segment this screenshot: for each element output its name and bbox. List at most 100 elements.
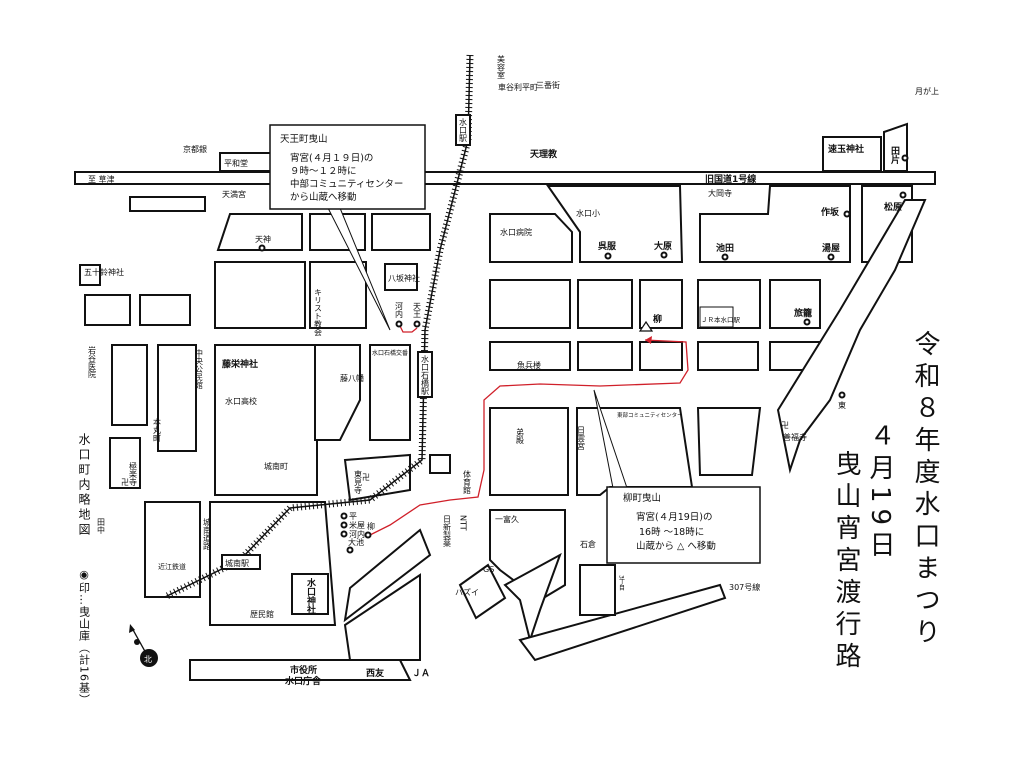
label-jonan: 城南町 (264, 461, 288, 471)
label-kusatsu: 至 草津 (88, 174, 115, 184)
title-date: ４月19日 (865, 422, 895, 563)
block (109, 437, 141, 489)
title-route: 曳山宵宮渡行路 (831, 450, 861, 674)
railway (163, 54, 474, 601)
procession-route (367, 325, 689, 537)
label-minakuchi-station: 水口駅 (459, 117, 468, 143)
label-christ: キリスト教会 (314, 288, 323, 337)
block (111, 344, 148, 426)
block (429, 454, 451, 474)
route-arrow (645, 336, 652, 344)
callout-yanagi-line1: 宵宮(４月19日)の (636, 511, 713, 523)
label-rekimin: 歴民館 (250, 609, 274, 619)
label-jonan-sta: 城南駅 (225, 558, 249, 568)
label-ohara: 大原 (654, 240, 672, 252)
manji-tokenji: 卍 (362, 473, 370, 482)
route-tenno (399, 325, 418, 333)
label-tokenji: 東見寺 (354, 469, 363, 494)
marker-hira (340, 512, 348, 520)
label-yuya: 湯屋 (822, 242, 840, 254)
compass-arrow-head (129, 624, 135, 633)
label-kawachi2: 河内 (349, 529, 365, 539)
label-nisshin: 日新製薬 (443, 515, 452, 548)
label-gokurakuji: 極楽寺 (129, 461, 138, 486)
block (518, 583, 727, 662)
marker-gofuku (604, 252, 612, 260)
block (384, 263, 418, 291)
block (309, 261, 367, 329)
block (503, 552, 562, 644)
marker-tagata (901, 154, 909, 162)
legend-text: ◉印…曳山庫（計16基） (78, 568, 91, 706)
block (489, 341, 571, 371)
label-taiikukan: 体育館 (463, 469, 472, 495)
jonan-station-box (221, 554, 261, 570)
label-iwatani: 岩谷医院 (88, 345, 97, 379)
label-yasaka: 八坂神社 (388, 273, 420, 283)
marker-ikeda (721, 253, 729, 261)
label-ja: ＪＡ (412, 668, 430, 679)
block (79, 264, 101, 286)
label-jonan-road: 城南道路 (203, 518, 212, 550)
map-title: 水口町内略地図 (77, 433, 91, 538)
block (699, 185, 851, 263)
label-shiyakusho1: 市役所 (290, 664, 317, 676)
road-kusatsu (74, 171, 936, 185)
label-biyoshitsu: 美容室 (497, 54, 506, 79)
label-tenjin: 天神 (255, 234, 271, 244)
label-minakuchi-sho: 水口小 (576, 208, 600, 218)
label-saiyu: 西友 (366, 667, 384, 679)
streets (74, 122, 936, 681)
label-uoheiro: 魚兵楼 (517, 360, 541, 370)
label-daiganji: 大岡寺 (708, 188, 732, 198)
block (639, 341, 683, 371)
label-honmaru: 本丸町 (153, 417, 162, 442)
block (489, 407, 569, 496)
label-zenpukuji: 善福寺 (783, 432, 807, 442)
block (697, 341, 759, 371)
minakuchi-station-box (455, 114, 471, 146)
label-tobu-center: 東部コミュニティセンター (617, 411, 683, 419)
route-yanagi (367, 339, 689, 537)
block (214, 261, 306, 329)
block (189, 659, 412, 681)
label-sanbangai: 三番街 (536, 80, 560, 90)
callout-tenno-line2: ９時〜１２時に (290, 166, 357, 177)
label-hiyoshi: 日雲宮 (577, 426, 586, 451)
label-ishibashi-sta: 水口石橋駅 (421, 354, 430, 396)
minakuchi-jinja-box (291, 573, 329, 615)
railway-ties (163, 54, 474, 601)
compass: 北 (129, 624, 158, 667)
marker-tenjin (258, 244, 266, 252)
label-yanagi: 柳 (653, 313, 662, 325)
block (546, 185, 684, 263)
marker-kawachi2 (340, 530, 348, 538)
block (769, 279, 821, 329)
label-ntt: NTT (459, 515, 468, 531)
callout-tenno: 天王町曳山 宵宮(４月１９日)の ９時〜１２時に 中部コミュニティセンター から… (269, 124, 426, 331)
jr-station-box (699, 306, 734, 328)
label-minakuchi-hosp: 水口病院 (500, 227, 532, 237)
label-kominkan: 中央公民館 (195, 348, 204, 390)
marker-yanagi2 (364, 531, 372, 539)
label-tenno: 天王 (413, 302, 422, 318)
label-oike: 大池 (348, 537, 364, 547)
label-hira: 平 (349, 512, 357, 521)
label-sakusaka: 作坂 (821, 206, 840, 218)
block (216, 213, 303, 251)
block (84, 294, 131, 326)
block (214, 344, 318, 496)
label-kyotogin: 京都銀 (183, 144, 207, 154)
compass-north-dot (134, 639, 140, 645)
label-kokudo: 旧国道1号線 (705, 173, 756, 185)
yama-storage-markers (258, 154, 909, 554)
compass-label: 北 (144, 655, 152, 664)
label-ichitomi: 一富久 (495, 514, 519, 524)
label-fujihachi: 藤八幡 (340, 373, 364, 383)
label-omi: 近江鉄道 (158, 562, 186, 571)
block (371, 213, 431, 251)
block (577, 341, 633, 371)
marker-ryokan (803, 318, 811, 326)
label-ryokan: 旅籠 (794, 307, 812, 319)
block (489, 213, 573, 263)
